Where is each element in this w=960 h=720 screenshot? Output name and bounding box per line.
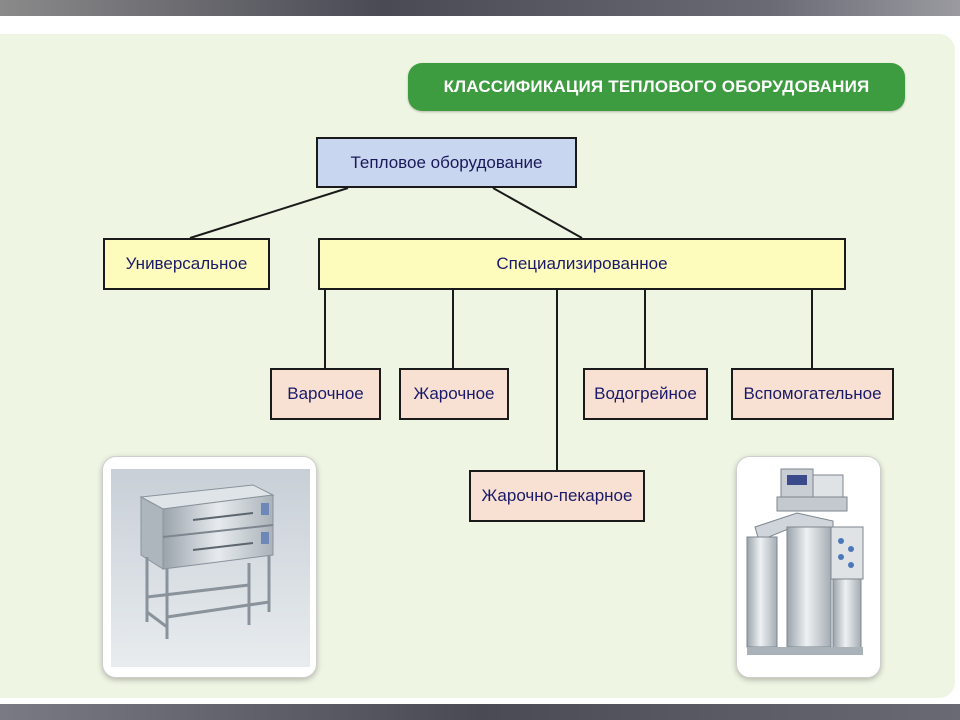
kettle-photo	[736, 456, 881, 678]
node-universal: Универсальное	[103, 238, 270, 290]
slide-title: КЛАССИФИКАЦИЯ ТЕПЛОВОГО ОБОРУДОВАНИЯ	[408, 63, 905, 111]
node-water-heating: Водогрейное	[583, 368, 708, 420]
node-specialized: Специализированное	[318, 238, 846, 290]
node-cooking: Варочное	[270, 368, 381, 420]
node-frying: Жарочное	[399, 368, 509, 420]
node-auxiliary: Вспомогательное	[731, 368, 894, 420]
connector-root-universal	[189, 187, 349, 239]
top-decorative-bar	[0, 0, 960, 16]
oven-photo	[102, 456, 317, 678]
connector-root-specialized	[492, 187, 583, 239]
node-frying-baking: Жарочно-пекарное	[469, 470, 645, 522]
bottom-decorative-bar	[0, 704, 960, 720]
node-thermal-equipment: Тепловое оборудование	[316, 137, 577, 188]
